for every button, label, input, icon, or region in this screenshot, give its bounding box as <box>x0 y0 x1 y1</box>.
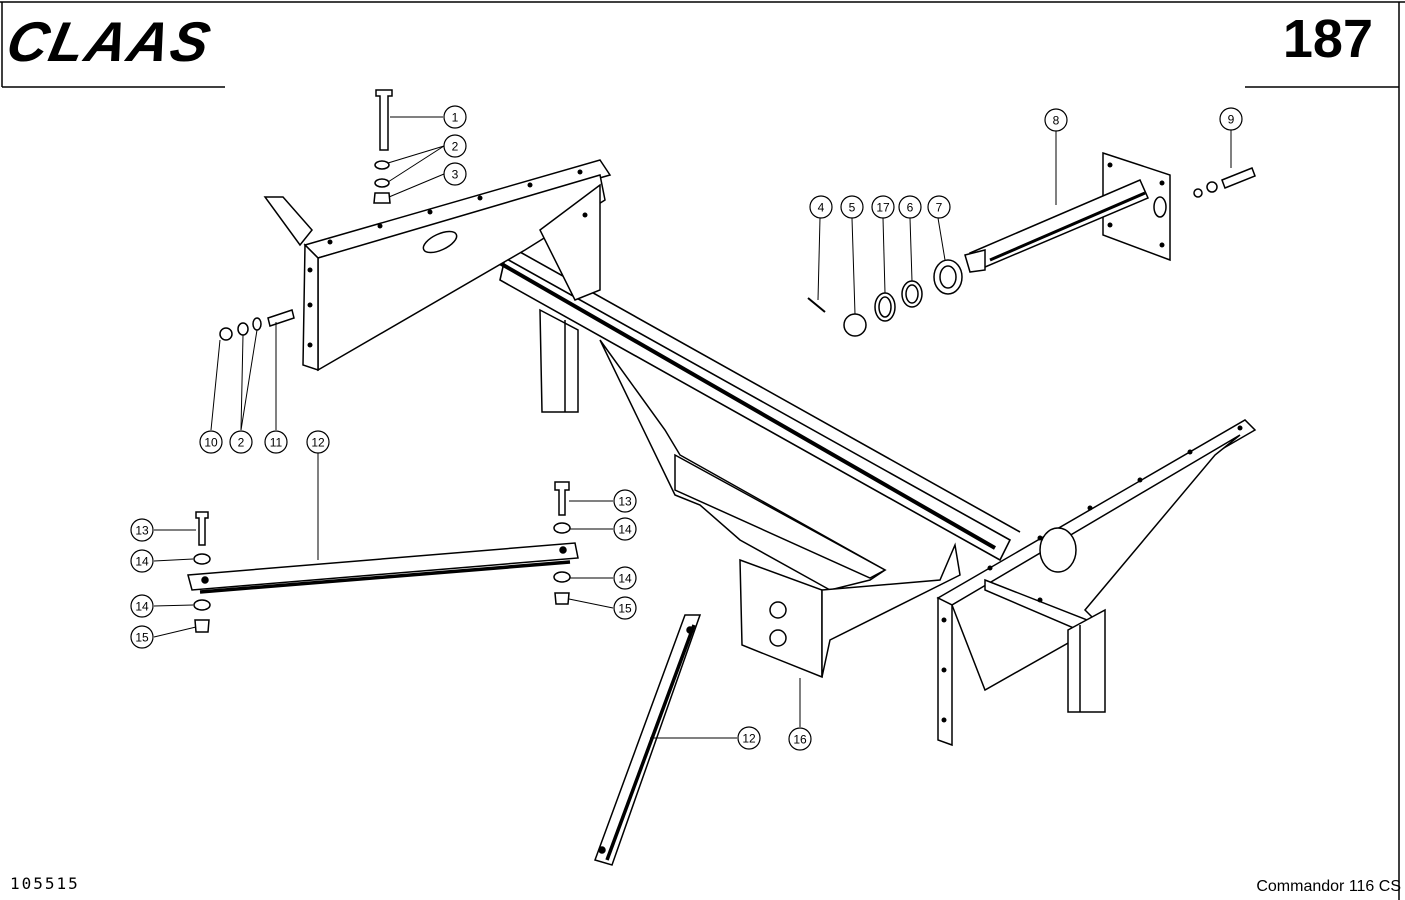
callout-10: 10 <box>204 436 218 450</box>
upper-strut <box>187 542 579 594</box>
callout-6: 6 <box>907 201 914 215</box>
callout-11: 11 <box>270 436 283 450</box>
shaft-assembly <box>964 151 1171 273</box>
page-number: 187 <box>1282 9 1373 69</box>
callout-12-lower: 12 <box>742 732 756 746</box>
left-plate-holes <box>307 169 588 348</box>
callout-15-right: 15 <box>618 602 632 616</box>
main-tube <box>497 251 1021 562</box>
callout-14-left-top: 14 <box>135 555 149 569</box>
callout-5: 5 <box>849 201 856 215</box>
right-plate-holes <box>941 425 1243 723</box>
callout-15-left: 15 <box>135 631 149 645</box>
callout-9: 9 <box>1228 113 1235 127</box>
callout-8: 8 <box>1053 114 1060 128</box>
callout-17: 17 <box>876 201 890 215</box>
callout-14-right-bottom: 14 <box>618 572 632 586</box>
callout-1: 1 <box>452 111 459 125</box>
leader-lines <box>153 116 1232 739</box>
lower-strut <box>594 614 702 866</box>
document-number: 105515 <box>10 874 80 893</box>
callout-7: 7 <box>936 201 943 215</box>
callout-4: 4 <box>818 201 825 215</box>
bolt-1-stack <box>373 89 393 204</box>
callout-2-lower: 2 <box>238 436 245 450</box>
callout-16: 16 <box>793 733 807 747</box>
callout-13-left: 13 <box>135 524 149 538</box>
callout-14-right-top: 14 <box>618 523 632 537</box>
left-leg <box>539 308 579 413</box>
callout-14-left-bottom: 14 <box>135 600 149 614</box>
model-name: Commandor 116 CS <box>1256 878 1401 895</box>
right-leg <box>1067 608 1106 713</box>
bolt-9 <box>1193 167 1256 198</box>
callout-13-right: 13 <box>618 495 632 509</box>
callout-12-upper: 12 <box>311 436 325 450</box>
strut-hardware <box>193 481 571 633</box>
flange-holes <box>1107 162 1165 248</box>
left-fasteners <box>219 309 295 341</box>
callout-2: 2 <box>452 140 459 154</box>
left-side-plate <box>263 159 612 372</box>
callout-3: 3 <box>452 168 459 182</box>
bearing-parts <box>807 259 963 337</box>
center-bracket <box>599 339 961 679</box>
callout-circles <box>130 105 1243 751</box>
